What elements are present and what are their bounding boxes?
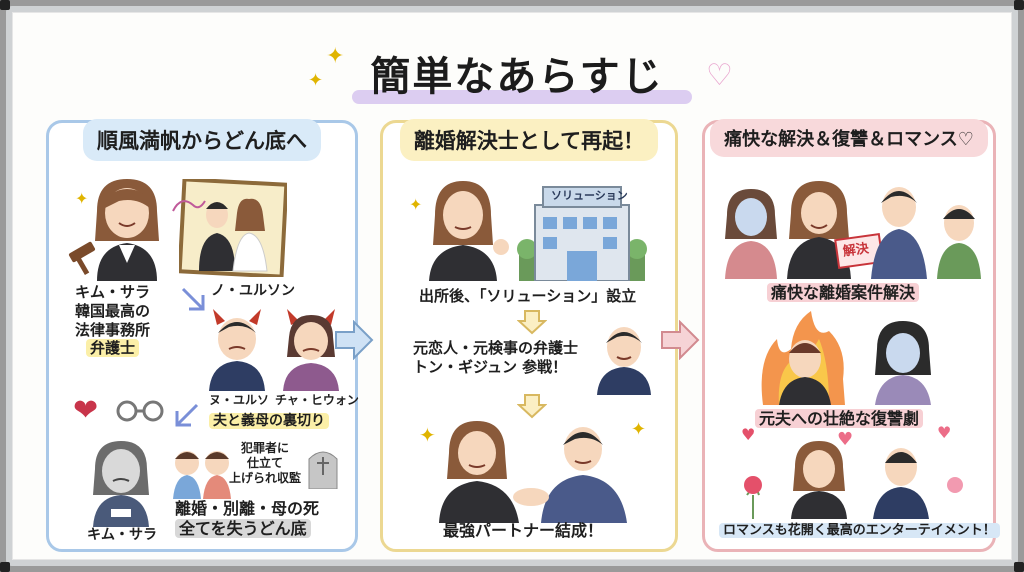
arrow-down-icon — [517, 394, 547, 419]
heart-icon: ♡ — [706, 58, 733, 93]
romance-illustration — [744, 441, 963, 519]
sparkle-icon: ✦ — [326, 44, 345, 69]
revenge-caption: 元夫への壮絶な復讐劇 — [755, 409, 924, 429]
solution-building-illustration — [517, 186, 647, 281]
wedding-photo-illustration — [179, 179, 287, 277]
husband-label: ヌ・ユルソ — [209, 393, 270, 407]
romance-text: ロマンスも花開く最高のエンターテイメント！ — [719, 523, 1000, 538]
loss-line: 全てを失うどん底 — [175, 519, 311, 538]
arrow-down-left-icon — [175, 403, 199, 427]
title-area: 簡単なあらすじ ✦ ✦ ♡ — [12, 22, 1024, 104]
kim-sara-profile: キム・サラ 韓国最高の 法律事務所 弁護士 — [75, 283, 150, 358]
sparkle-icon: ✦ — [409, 195, 423, 214]
mother-in-law-devil-illustration — [283, 309, 339, 391]
handshake-partners-illustration — [439, 421, 627, 523]
sparkle-icon: ✦ — [419, 423, 436, 447]
arrow-down-icon — [517, 310, 547, 335]
kim-sara-fist-illustration — [429, 181, 509, 281]
kim-sara-bottom-label: キム・サラ — [87, 527, 157, 543]
arrow-down-right-icon — [181, 287, 205, 311]
case-solving-illustration — [725, 181, 981, 279]
partner-caption: 元恋人・元検事の弁護士 トン・ギジュン 参戦！ — [413, 339, 578, 377]
mother-in-law-label: チャ・ヒウォン — [275, 393, 359, 407]
panel-downfall: 順風満帆からどん底へ ✦ キム・サラ 韓国最高の 法律事務所 弁護士 — [46, 119, 359, 552]
curl-arrow-icon — [172, 200, 206, 212]
sparkle-icon: ✦ — [308, 70, 324, 91]
kim-sara-lawyer-illustration — [68, 179, 159, 281]
betrayal-caption: 夫と義母の裏切り — [209, 413, 329, 431]
sparkle-icon: ✦ — [75, 189, 89, 208]
board-corner-clip — [1014, 562, 1024, 572]
husband-devil-illustration — [209, 309, 265, 391]
cases-text: 痛快な離婚案件解決 — [767, 283, 920, 302]
revenge-illustration — [761, 311, 931, 405]
romance-caption: ロマンスも花開く最高のエンターテイメント！ — [719, 523, 1000, 539]
profile-line: 法律事務所 — [75, 320, 151, 339]
children-illustration — [173, 451, 231, 499]
kim-sara-prisoner-illustration — [93, 441, 149, 527]
revenge-text: 元夫への壮絶な復讐劇 — [755, 409, 924, 428]
panel-resolution: 痛快な解決＆復讐＆ロマンス♡ 解決 痛快な離婚案件解決 — [702, 119, 1000, 552]
framed-line: 犯罪者に — [241, 441, 290, 455]
heart-icon: ♥ — [837, 429, 854, 450]
framed-line: 仕立て — [247, 456, 284, 470]
flow-arrow-icon — [661, 320, 700, 360]
framed-line: 上げられ収監 — [229, 471, 302, 485]
building-sign: ソリューション — [551, 189, 628, 202]
title-highlight — [352, 90, 692, 104]
husband-name: ノ・ユルソン — [211, 283, 295, 299]
tong-gijun-illustration — [597, 327, 651, 395]
loss-caption: 離婚・別離・母の死 全てを失うどん底 — [175, 499, 319, 539]
sparkle-icon: ✦ — [631, 419, 647, 440]
panel-title: 痛快な解決＆復讐＆ロマンス♡ — [710, 119, 988, 157]
gravestone-icon — [308, 451, 338, 489]
profile-line: 韓国最高の — [75, 301, 151, 320]
handcuffs-icon — [116, 400, 164, 422]
framed-caption: 犯罪者に 仕立て 上げられ収監 — [229, 441, 301, 486]
team-caption: 最強パートナー結成！ — [443, 521, 604, 540]
flow-arrow-icon — [335, 320, 374, 360]
panel-title: 離婚解決士として再起！ — [399, 119, 659, 161]
heart-icon: ♥ — [741, 425, 756, 444]
heart-icon: ♥ — [937, 423, 952, 442]
profile-line: キム・サラ — [75, 283, 151, 301]
founded-caption: 出所後、「ソリューション」設立 — [419, 287, 637, 305]
betrayal-text: 夫と義母の裏切り — [209, 413, 329, 429]
loss-line: 離婚・別離・母の死 — [175, 499, 320, 518]
partner-line: トン・ギジュン 参戦！ — [413, 357, 568, 376]
page-title: 簡単なあらすじ — [370, 54, 664, 100]
board-corner-clip — [0, 562, 10, 572]
board-corner-clip — [1014, 0, 1024, 10]
profile-line: 弁護士 — [86, 339, 140, 358]
panel-title: 順風満帆からどん底へ — [83, 119, 321, 161]
board-corner-clip — [0, 0, 10, 10]
broken-heart-icon: ❤ — [73, 393, 99, 428]
panel-comeback: 離婚解決士として再起！ ✦ ソリューション 出所後、「ソリューション」設立 — [380, 119, 678, 552]
partner-line: 元恋人・元検事の弁護士 — [413, 339, 579, 357]
cases-caption: 痛快な離婚案件解決 — [767, 283, 920, 303]
